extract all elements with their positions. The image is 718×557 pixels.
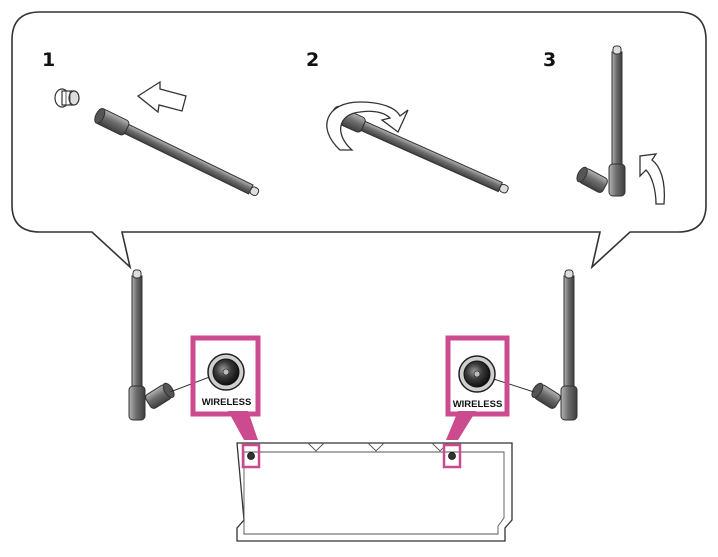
step-1-illustration — [54, 80, 260, 197]
left-panel-jack-icon — [247, 452, 255, 460]
arrow-left-icon — [136, 80, 187, 114]
step-number-3: 3 — [543, 49, 556, 71]
right-port-callout: WIRELESS — [445, 335, 510, 440]
left-port-callout: WIRELESS — [190, 335, 261, 440]
left-wireless-jack-icon — [207, 353, 245, 391]
antenna-icon — [576, 45, 626, 197]
callout-bubble — [11, 11, 707, 270]
rotate-arrow-icon — [326, 101, 409, 151]
antenna-icon — [94, 107, 260, 197]
right-panel-jack-icon — [448, 452, 456, 460]
left-antenna-icon — [128, 269, 229, 421]
right-wireless-jack-icon — [458, 355, 496, 393]
step-number-1: 1 — [42, 49, 55, 71]
connector-cap-icon — [54, 88, 80, 108]
curved-up-arrow-icon — [639, 153, 666, 205]
right-antenna-icon — [477, 269, 578, 421]
left-port-label: WIRELESS — [202, 397, 252, 408]
device-rear-panel — [236, 442, 513, 542]
right-port-label: WIRELESS — [453, 399, 503, 410]
step-number-2: 2 — [306, 49, 319, 71]
step-2-illustration — [326, 101, 509, 194]
step-3-illustration — [576, 45, 666, 205]
